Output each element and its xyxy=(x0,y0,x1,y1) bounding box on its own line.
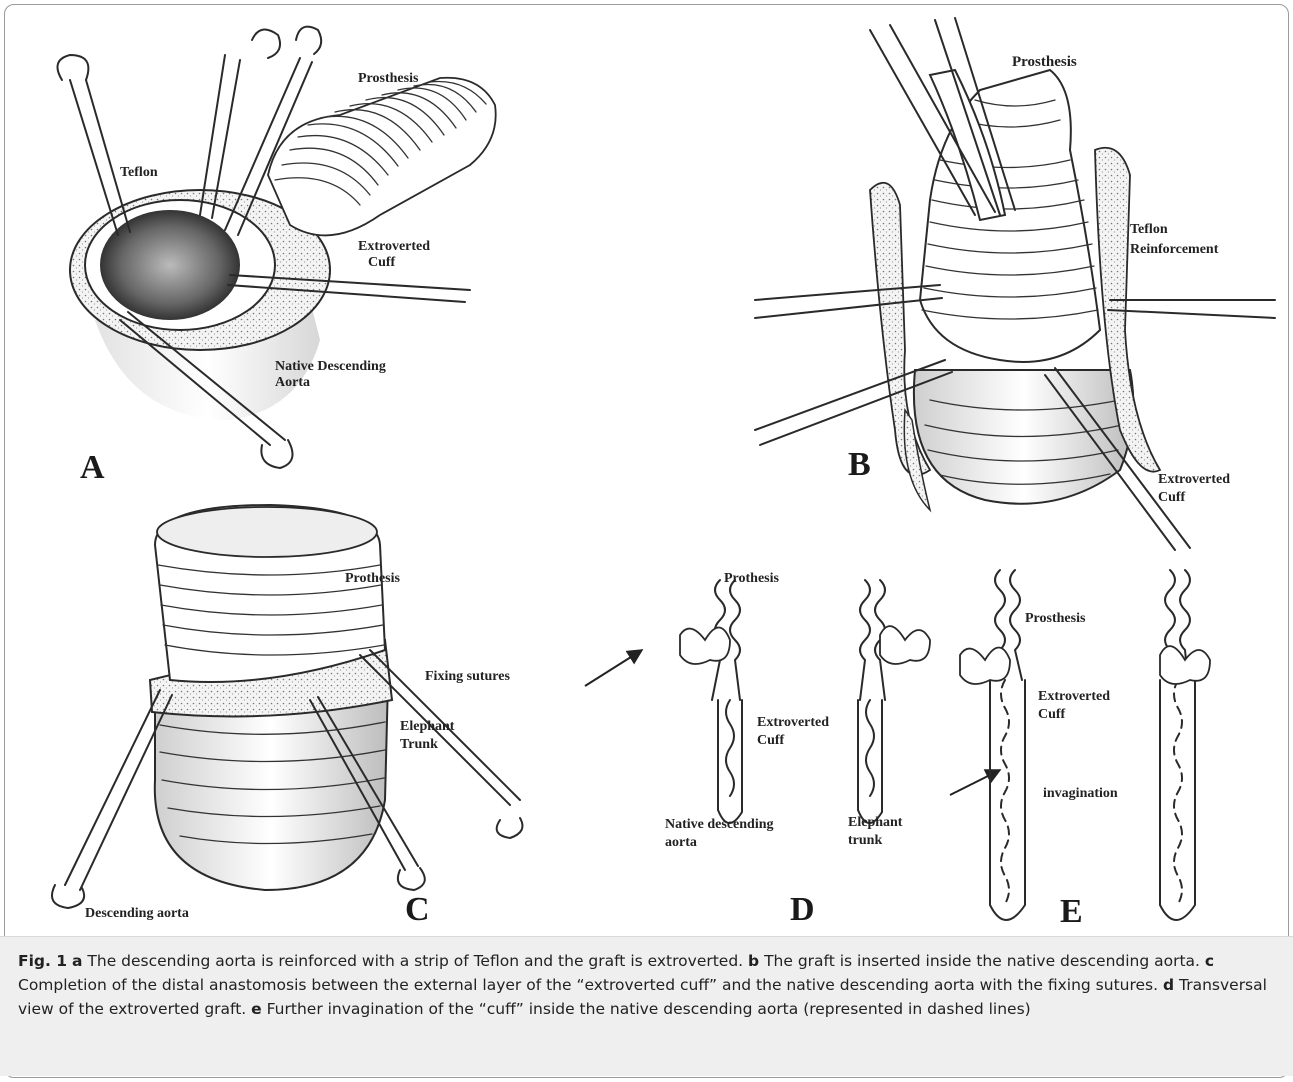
panel-e: Prosthesis Extroverted Cuff invagination… xyxy=(960,570,1210,930)
label-e-cuff: Cuff xyxy=(1038,707,1066,722)
cuff-d-left xyxy=(680,628,730,665)
label-c-elephant: Elephant xyxy=(400,719,455,734)
invagination-e-right xyxy=(1174,680,1182,904)
prosthesis-a xyxy=(268,78,496,236)
arrow-to-e xyxy=(950,770,1000,795)
caption-a-text: The descending aorta is reinforced with … xyxy=(82,952,748,970)
panel-d: Prothesis Extroverted Cuff Native descen… xyxy=(665,571,930,928)
label-b-extroverted: Extroverted xyxy=(1158,472,1230,487)
panel-a: Prosthesis Teflon Extroverted Cuff Nativ… xyxy=(58,27,496,486)
label-a-aorta: Aorta xyxy=(275,375,310,390)
invagination-e-left xyxy=(1001,680,1009,904)
caption-c-text: Completion of the distal anastomosis bet… xyxy=(18,976,1163,994)
caption-b-letter: b xyxy=(748,952,759,970)
label-c-trunk: Trunk xyxy=(400,737,438,752)
graft-d-right xyxy=(858,700,882,823)
label-c-fixing: Fixing sutures xyxy=(425,669,510,684)
panel-b: Prosthesis Teflon Reinforcement Extrover… xyxy=(755,18,1275,550)
label-d-aorta: aorta xyxy=(665,835,697,850)
label-b-teflon: Teflon xyxy=(1130,222,1168,237)
label-c-descending: Descending aorta xyxy=(85,906,189,921)
panel-letter-a: A xyxy=(80,449,105,486)
caption-e-text: Further invagination of the “cuff” insid… xyxy=(262,1000,1031,1018)
label-a-prosthesis: Prosthesis xyxy=(358,71,419,86)
label-d-cuff: Cuff xyxy=(757,733,785,748)
graft-d-left xyxy=(718,700,742,823)
label-d-prothesis: Prothesis xyxy=(724,571,780,586)
figure-illustration: Prosthesis Teflon Extroverted Cuff Nativ… xyxy=(0,0,1293,936)
caption-c-letter: c xyxy=(1205,952,1214,970)
label-b-reinforcement: Reinforcement xyxy=(1130,242,1219,257)
caption-fig-label: Fig. 1 xyxy=(18,952,67,970)
label-e-extroverted: Extroverted xyxy=(1038,689,1110,704)
cuff-d-right xyxy=(880,626,930,664)
label-e-prosthesis: Prosthesis xyxy=(1025,611,1086,626)
suture-b-left xyxy=(755,285,942,318)
panel-letter-e: E xyxy=(1060,893,1083,930)
aorta-lumen xyxy=(100,210,240,320)
prosthesis-c xyxy=(155,505,385,682)
label-d-native: Native descending xyxy=(665,817,774,832)
label-a-native: Native Descending xyxy=(275,359,386,374)
arrow-to-d xyxy=(585,650,642,686)
panel-letter-c: C xyxy=(405,891,430,928)
label-b-cuff: Cuff xyxy=(1158,490,1186,505)
label-d-trunk: trunk xyxy=(848,833,882,848)
label-d-elephant: Elephant xyxy=(848,815,903,830)
label-d-extroverted: Extroverted xyxy=(757,715,829,730)
graft-e-right-outer xyxy=(1160,680,1195,920)
caption-b-text: The graft is inserted inside the native … xyxy=(759,952,1205,970)
label-c-prothesis: Prothesis xyxy=(345,571,401,586)
caption-d-letter: d xyxy=(1163,976,1174,994)
label-e-invagination: invagination xyxy=(1043,786,1118,801)
panel-letter-d: D xyxy=(790,891,815,928)
caption-e-letter: e xyxy=(251,1000,262,1018)
label-a-teflon: Teflon xyxy=(120,165,158,180)
figure-caption: Fig. 1 a The descending aorta is reinfor… xyxy=(0,936,1293,1076)
panel-letter-b: B xyxy=(848,446,871,483)
label-a-cuff: Cuff xyxy=(368,255,396,270)
suture-b-right xyxy=(1108,300,1275,318)
label-a-extroverted: Extroverted xyxy=(358,239,430,254)
label-b-prosthesis: Prosthesis xyxy=(1012,54,1077,70)
caption-a-letter: a xyxy=(72,952,82,970)
panel-c: Prothesis Fixing sutures Elephant Trunk … xyxy=(52,505,522,928)
cuff-e-left xyxy=(960,648,1010,685)
